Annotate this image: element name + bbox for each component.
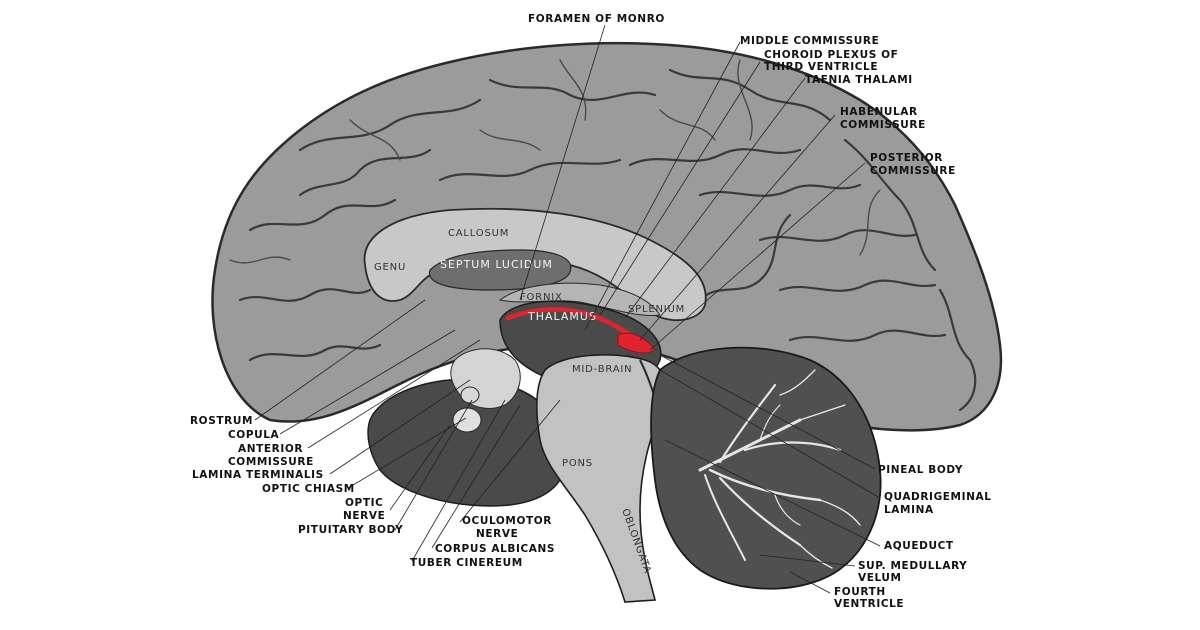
label-pituitary-body: PITUITARY BODY <box>298 524 403 536</box>
label-foramen-of-monro: FORAMEN OF MONRO <box>528 13 665 25</box>
inner-label-thalamus: THALAMUS <box>527 310 597 323</box>
label-choroid-plexus-2: THIRD VENTRICLE <box>764 61 878 73</box>
inner-label-fornix: FORNIX <box>520 292 563 303</box>
septum-lucidum <box>428 249 572 291</box>
inner-label-mid-brain: MID-BRAIN <box>572 364 632 375</box>
label-fourth-2: VENTRICLE <box>834 598 904 610</box>
pituitary <box>460 386 480 404</box>
leader-lines <box>254 24 881 594</box>
label-aqueduct: AQUEDUCT <box>884 540 954 552</box>
label-posterior-1: POSTERIOR <box>870 152 943 164</box>
label-quadrigeminal-2: LAMINA <box>884 504 934 516</box>
brainstem <box>535 354 666 603</box>
label-tuber-cinereum: TUBER CINEREUM <box>410 557 523 569</box>
inner-label-genu: GENU <box>374 262 406 273</box>
cerebellum <box>650 346 882 590</box>
label-quadrigeminal-1: QUADRIGEMINAL <box>884 491 992 503</box>
label-rostrum: ROSTRUM <box>190 415 253 427</box>
arbor-vitae <box>698 369 861 569</box>
label-lamina-terminalis: LAMINA TERMINALIS <box>192 469 324 481</box>
label-pineal-body: PINEAL BODY <box>878 464 963 476</box>
inner-label-callosum: CALLOSUM <box>448 228 509 239</box>
label-oculomotor-1: OCULOMOTOR <box>462 515 552 527</box>
label-posterior-2: COMMISSURE <box>870 165 956 177</box>
label-copula: COPULA <box>228 429 280 441</box>
cortex-sulci <box>229 59 977 412</box>
label-optic-chiasm: OPTIC CHIASM <box>262 483 355 495</box>
label-anterior-1: ANTERIOR <box>238 443 303 455</box>
optic-chiasm <box>452 407 482 433</box>
label-middle-commissure: MIDDLE COMMISSURE <box>740 35 879 47</box>
label-sup-medullary-1: SUP. MEDULLARY <box>858 560 967 572</box>
label-optic-nerve-2: NERVE <box>343 510 385 522</box>
label-choroid-plexus-1: CHOROID PLEXUS OF <box>764 49 898 61</box>
label-corpus-albicans: CORPUS ALBICANS <box>435 543 555 555</box>
label-taenia-thalami: TAENIA THALAMI <box>805 74 913 86</box>
label-fourth-1: FOURTH <box>834 586 886 598</box>
inner-label-pons: PONS <box>562 458 593 469</box>
corpus-callosum <box>363 207 707 322</box>
label-habenular-1: HABENULAR <box>840 106 918 118</box>
label-sup-medullary-2: VELUM <box>858 572 902 584</box>
label-oculomotor-2: NERVE <box>476 528 518 540</box>
highlight-habenula <box>617 332 656 354</box>
label-habenular-2: COMMISSURE <box>840 119 926 131</box>
label-anterior-2: COMMISSURE <box>228 456 314 468</box>
inner-label-splenium: SPLENIUM <box>628 304 685 315</box>
label-optic-nerve-1: OPTIC <box>345 497 383 509</box>
inner-label-septum-lucidum: SEPTUM LUCIDUM <box>440 258 553 271</box>
